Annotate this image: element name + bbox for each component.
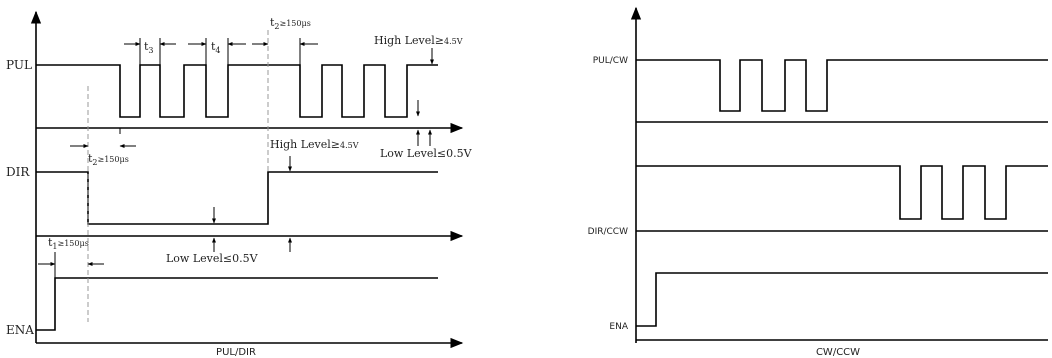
cw-waveform xyxy=(636,59,1048,112)
dir-waveform xyxy=(36,171,438,225)
pul-low-level-label: Low Level≤0.5V xyxy=(380,147,473,160)
cw-ccw-caption: CW/CCW xyxy=(816,347,860,358)
ena-waveform-right xyxy=(636,272,1048,327)
dir-low-level-label: Low Level≤0.5V xyxy=(166,252,259,265)
cw-signal-label: PUL/CW xyxy=(593,56,628,66)
ena-signal-label: ENA xyxy=(6,323,34,337)
pul-high-level-label: High Level≥4.5V xyxy=(374,34,463,47)
dir-signal-label: DIR xyxy=(6,165,30,179)
t1-label: t1≥150μs xyxy=(48,236,89,251)
t2-top-label: t2≥150μs xyxy=(270,16,311,31)
ena-waveform xyxy=(36,277,438,331)
pul-dir-diagram: PUL DIR ENA t3 t4 t2≥150μs t2≥150μs t1≥1… xyxy=(6,10,473,358)
ccw-waveform xyxy=(636,165,1048,220)
pul-dir-caption: PUL/DIR xyxy=(216,347,256,358)
t3-label: t3 xyxy=(144,40,154,55)
cw-ccw-diagram: PUL/CW DIR/CCW ENA CW/CCW xyxy=(588,6,1048,358)
dir-high-level-label: High Level≥4.5V xyxy=(270,138,359,151)
t2-mid-label: t2≥150μs xyxy=(88,152,129,167)
ena-signal-label-right: ENA xyxy=(609,322,628,332)
pul-signal-label: PUL xyxy=(6,58,32,72)
pul-waveform xyxy=(36,64,438,118)
t4-label: t4 xyxy=(211,40,221,55)
ccw-signal-label: DIR/CCW xyxy=(588,227,628,237)
